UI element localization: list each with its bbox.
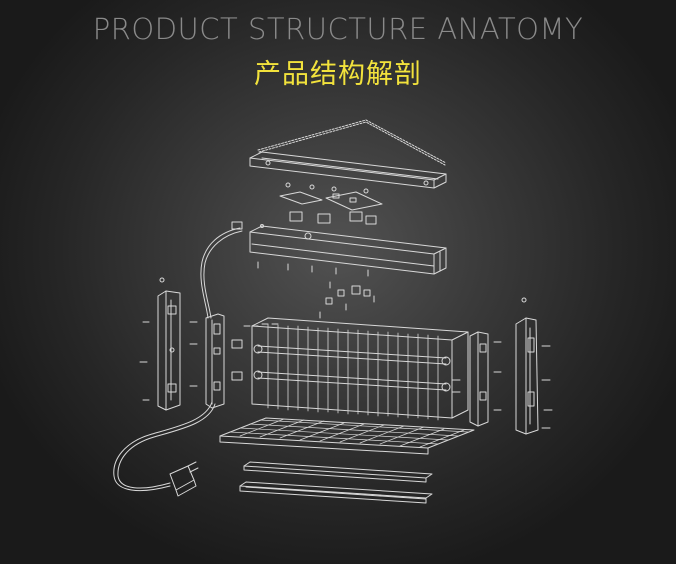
- control-panel: [205, 313, 243, 409]
- power-plug: [169, 461, 199, 497]
- bottom-grille: [219, 417, 475, 455]
- title-english: PRODUCT STRUCTURE ANATOMY: [92, 12, 584, 46]
- right-end-bracket: [451, 331, 502, 427]
- base-strip-upper: [243, 461, 433, 483]
- base-strip-lower: [239, 481, 433, 504]
- screws: [319, 281, 375, 319]
- circuit-board: [279, 182, 383, 225]
- title-chinese: 产品结构解剖: [254, 59, 422, 90]
- heating-element-block: [243, 317, 469, 421]
- hanging-chain: [257, 119, 447, 166]
- heating-rods: [253, 344, 451, 392]
- right-end-cap: [515, 297, 553, 435]
- top-cover: [249, 151, 447, 189]
- power-cord: [113, 221, 243, 492]
- top-rail: [249, 224, 447, 277]
- left-end-cap: [139, 277, 198, 411]
